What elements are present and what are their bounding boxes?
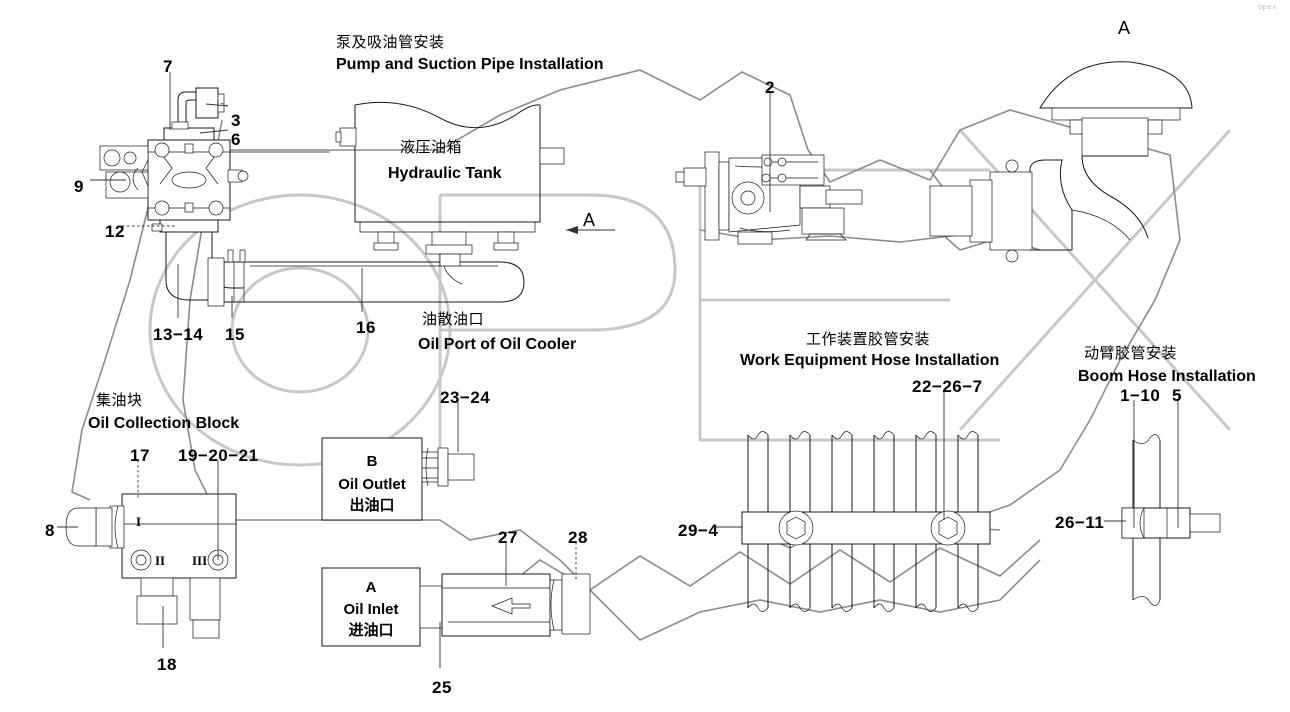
part-callout-19-20-21: 19−20−21 [178, 446, 259, 465]
part-callout-15: 15 [225, 325, 245, 344]
oil-outlet-box-en: Oil Outlet [338, 476, 406, 493]
part-callout-25: 25 [432, 678, 452, 697]
part-callout-1-10: 1−10 [1120, 386, 1161, 405]
part-callout-13-14: 13−14 [153, 325, 204, 344]
part-callout-26-11: 26−11 [1055, 513, 1105, 532]
control-valve-assembly [99, 87, 249, 301]
part-callout-9: 9 [74, 177, 84, 196]
part-callout-17: 17 [130, 446, 150, 465]
part-callout-5: 5 [1172, 386, 1182, 405]
oil-inlet-box-group [321, 567, 591, 647]
air-cleaner-assembly [929, 61, 1193, 263]
part-callout-29-4: 29−4 [678, 521, 719, 540]
oil-outlet-box-cn: 出油口 [349, 497, 395, 514]
oil-outlet-box-group [321, 437, 475, 521]
opex-watermark [148, 128, 1232, 470]
oil-outlet-box-letter: B [366, 453, 378, 470]
section-mark-a-top-right: A [1118, 18, 1131, 38]
part-callout-28: 28 [568, 528, 588, 547]
port-marker-ii: II [155, 553, 166, 568]
part-callout-2: 2 [765, 78, 775, 97]
oil-collection-block [65, 493, 237, 639]
corner-watermark: opex [1258, 4, 1278, 11]
section-title-boom-hose-cn: 动臂胶管安装 [1084, 345, 1178, 362]
boom-hose-fitting [1121, 434, 1221, 606]
part-callout-18: 18 [157, 655, 177, 674]
section-arrow-a [566, 226, 615, 234]
port-marker-i: I [136, 514, 142, 529]
oil-cooler-pipe [207, 249, 525, 307]
label-hydraulic-tank-cn: 液压油箱 [400, 139, 463, 156]
oil-inlet-box-en: Oil Inlet [343, 601, 399, 618]
part-callout-3: 3 [231, 111, 241, 130]
label-hydraulic-tank-en: Hydraulic Tank [388, 165, 502, 182]
section-mark-a-middle: A [583, 210, 596, 230]
oil-inlet-box-cn: 进油口 [348, 622, 394, 639]
part-callout-12: 12 [105, 222, 125, 241]
hydraulic-tank [335, 101, 565, 285]
section-title-work-equipment-hose-en: Work Equipment Hose Installation [740, 352, 1000, 369]
port-marker-iii: III [192, 553, 208, 568]
part-callout-23-24: 23−24 [440, 388, 491, 407]
leader-lines [57, 72, 1179, 668]
label-oil-collection-block-cn: 集油块 [96, 392, 143, 409]
work-equipment-hose-bundle [741, 431, 991, 612]
part-callout-27: 27 [498, 528, 518, 547]
part-callout-22-26-7: 22−26−7 [912, 377, 983, 396]
label-oil-cooler-port-cn: 油散油口 [422, 311, 485, 328]
part-callout-6: 6 [231, 130, 241, 149]
oil-inlet-box-letter: A [365, 579, 377, 596]
label-oil-collection-block-en: Oil Collection Block [88, 415, 240, 432]
part-callout-8: 8 [45, 521, 55, 540]
part-callout-7: 7 [163, 57, 173, 76]
label-oil-cooler-port-en: Oil Port of Oil Cooler [418, 336, 577, 353]
section-title-work-equipment-hose-cn: 工作装置胶管安装 [806, 331, 931, 348]
main-hydraulic-pump [675, 151, 863, 245]
part-callout-16: 16 [356, 318, 376, 337]
section-title-pump-suction-cn: 泵及吸油管安装 [336, 34, 445, 51]
section-title-boom-hose-en: Boom Hose Installation [1078, 368, 1256, 385]
section-title-pump-suction-en: Pump and Suction Pipe Installation [336, 56, 604, 73]
